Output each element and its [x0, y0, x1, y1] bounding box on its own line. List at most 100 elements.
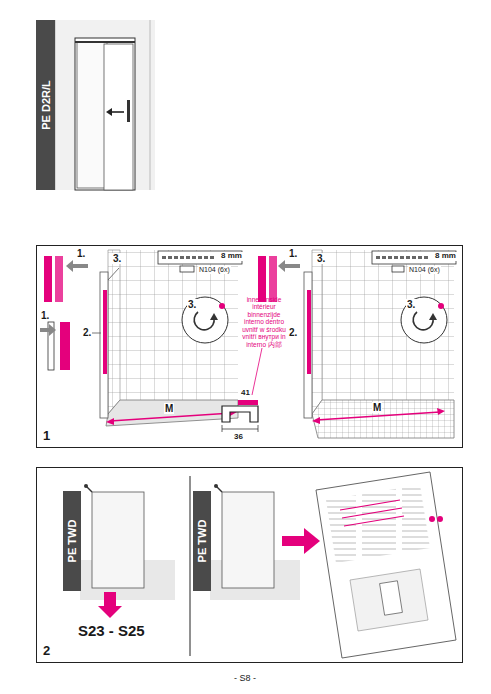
- shower-right-part: [312, 400, 454, 438]
- shower-right-part: [316, 412, 440, 420]
- panel-two-art-part: [437, 516, 443, 522]
- panel-two-art-part: [340, 500, 404, 526]
- shower-left-part: [92, 333, 101, 334]
- callout-number: 3.: [112, 253, 122, 264]
- dimension: 8 mm: [434, 252, 457, 261]
- door-figure-part: [55, 20, 150, 190]
- shower-left-part: [110, 413, 232, 421]
- profile-section: [222, 348, 262, 432]
- shower-right-part: [438, 303, 444, 309]
- panel-two-art-part: [214, 484, 218, 488]
- shower-right-part: [312, 417, 320, 424]
- door-figure-part: [127, 100, 130, 122]
- dimension: 36: [233, 433, 244, 442]
- callout-number: 1.: [40, 310, 50, 321]
- profile-section-part: [238, 400, 258, 405]
- panel-two-art-part: [190, 476, 191, 656]
- page-reference: S23 - S25: [78, 623, 145, 640]
- shower-left-part: [182, 297, 228, 343]
- inside-note: innen inside intérieur binnenzijde inter…: [241, 296, 287, 348]
- product-band: PE D2R/L: [36, 20, 55, 190]
- callout-number: 1.: [288, 248, 298, 259]
- product-code: PE TWD: [196, 520, 208, 563]
- shower-right-part: [392, 266, 404, 272]
- shower-right-part: [372, 251, 456, 264]
- product-code: PE TWD: [66, 520, 78, 563]
- shower-left-part: [162, 256, 216, 259]
- dimension: M: [372, 402, 382, 413]
- callout-number: 3.: [316, 253, 326, 264]
- shower-right-part: [413, 312, 433, 330]
- profile-right-part: [258, 256, 266, 302]
- callout-number: 2.: [288, 327, 298, 338]
- shower-right: [304, 250, 456, 438]
- dimension: 8 mm: [220, 252, 243, 261]
- shower-left-part: [108, 250, 120, 414]
- product-band: PE TWD: [63, 491, 81, 591]
- profile-left-part: [60, 322, 70, 370]
- callout-number: 2.: [82, 327, 92, 338]
- shower-left-part: [158, 251, 242, 264]
- panel-two-art-part: [304, 528, 320, 554]
- panel-two-art-part: [380, 581, 403, 615]
- shower-left-part: [120, 250, 238, 400]
- shower-left-part: [103, 290, 107, 374]
- profile-right-part: [278, 260, 285, 272]
- shower-left-part: [106, 400, 238, 426]
- shower-left-part: [210, 313, 218, 320]
- shower-right-part: [322, 250, 454, 400]
- shower-left-part: [100, 272, 108, 418]
- shower-left-part: [219, 303, 225, 309]
- profile-left-part: [44, 256, 52, 302]
- profile-section-part: [222, 425, 258, 432]
- shower-right-part: [304, 272, 312, 418]
- profile-left-part: [49, 324, 56, 336]
- callout-number: 3.: [406, 299, 416, 310]
- part-code: N104 (6x): [408, 266, 441, 274]
- panel-two-art-part: [222, 492, 274, 588]
- panel-two-art-part: [84, 484, 88, 488]
- shower-right-part: [429, 313, 437, 320]
- panel-two-art-part: [429, 516, 435, 522]
- panel-two-art-part: [350, 569, 428, 631]
- door-figure-part: [75, 38, 135, 190]
- shower-right-part: [437, 408, 445, 415]
- panel-two-art-part: [316, 472, 456, 658]
- profile-left: [40, 256, 88, 370]
- door-figure-part: [75, 41, 135, 43]
- profile-section-part: [222, 406, 258, 422]
- shower-left-part: [194, 312, 214, 330]
- callout-number: 3.: [187, 299, 197, 310]
- shower-left: [92, 250, 242, 426]
- panel-two-art-part: [282, 536, 304, 546]
- dimension: 41: [240, 389, 251, 398]
- profile-section-part: [252, 348, 262, 395]
- panel-two-art-part: [92, 492, 144, 588]
- panel-two-art-part: [98, 606, 122, 618]
- page-number: - S8 -: [234, 674, 256, 684]
- shower-right-part: [376, 256, 430, 259]
- panel-two-art-part: [104, 592, 116, 606]
- profile-right-part: [269, 256, 277, 302]
- profile-right: [258, 256, 300, 302]
- profile-left-part: [55, 256, 63, 302]
- shower-left-part: [108, 268, 119, 280]
- panel-two-art-part: [326, 485, 430, 563]
- product-band: PE TWD: [193, 491, 211, 591]
- shower-right-part: [312, 250, 322, 414]
- door-figure-part: [55, 20, 155, 190]
- callout-number: 1.: [76, 248, 86, 259]
- door-figure-part: [77, 42, 107, 188]
- shower-left-part: [180, 266, 194, 272]
- shower-right-part: [401, 297, 447, 343]
- door-figure: [55, 20, 155, 190]
- part-code: N104 (6x): [198, 266, 231, 274]
- product-code: PE D2R/L: [40, 80, 52, 130]
- shower-right-part: [307, 290, 311, 374]
- step-number: 1: [43, 428, 50, 443]
- profile-left-part: [66, 260, 73, 272]
- dimension: M: [164, 403, 174, 414]
- step-number: 2: [43, 643, 50, 658]
- door-figure-part: [104, 44, 133, 190]
- shower-left-part: [106, 418, 114, 425]
